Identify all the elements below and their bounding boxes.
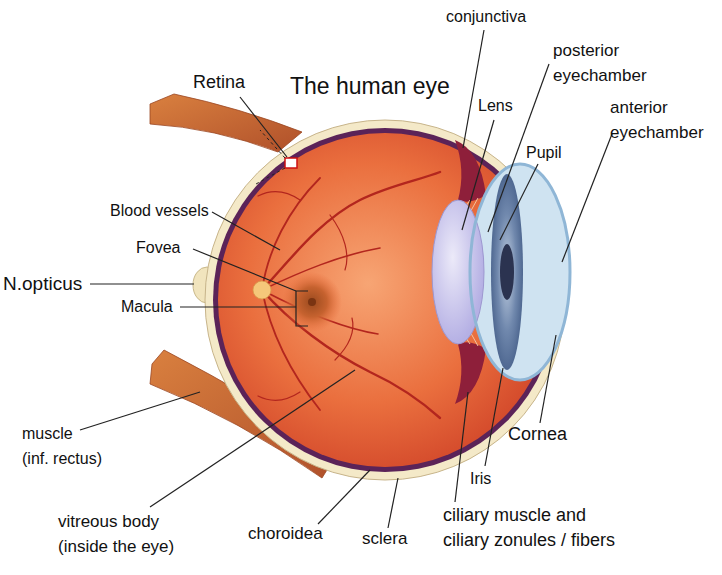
retina-interior bbox=[218, 133, 552, 467]
macula-bracket bbox=[296, 291, 308, 326]
ciliary-body-top bbox=[455, 140, 486, 202]
part-label: Cornea bbox=[508, 422, 567, 447]
part-label: Pupil bbox=[526, 140, 562, 165]
part-label: conjunctiva bbox=[446, 4, 526, 29]
zoom-marker bbox=[285, 158, 297, 168]
part-label: choroidea bbox=[248, 521, 323, 546]
part-label: sclera bbox=[362, 526, 407, 551]
pupil-shape bbox=[500, 244, 514, 300]
part-label: Blood vessels bbox=[110, 198, 209, 223]
anterior-chamber bbox=[470, 164, 570, 380]
cornea-shape bbox=[470, 164, 570, 380]
choroid-layer bbox=[213, 128, 557, 472]
fovea-spot bbox=[308, 298, 316, 306]
macula-spot bbox=[282, 272, 342, 332]
part-label: Macula bbox=[121, 294, 173, 319]
part-label: anterior eyechamber bbox=[610, 95, 714, 145]
leader-lines bbox=[80, 30, 612, 528]
part-label: Retina bbox=[193, 70, 245, 95]
ciliary-body-bottom bbox=[455, 342, 486, 404]
blood-vessels bbox=[258, 172, 440, 418]
zoom-lines bbox=[256, 130, 285, 184]
part-label: Iris bbox=[470, 466, 491, 491]
superior-muscle bbox=[150, 94, 302, 152]
optic-disc bbox=[253, 281, 271, 299]
diagram-title: The human eye bbox=[290, 74, 450, 99]
part-label: N.opticus bbox=[3, 271, 82, 296]
part-label: muscle (inf. rectus) bbox=[22, 421, 102, 471]
part-label: posterior eyechamber bbox=[553, 38, 653, 88]
part-label: Fovea bbox=[136, 235, 180, 260]
part-label: Lens bbox=[478, 93, 513, 118]
part-label: ciliary muscle and ciliary zonules / fib… bbox=[443, 503, 625, 553]
part-label: vitreous body (inside the eye) bbox=[58, 509, 190, 559]
